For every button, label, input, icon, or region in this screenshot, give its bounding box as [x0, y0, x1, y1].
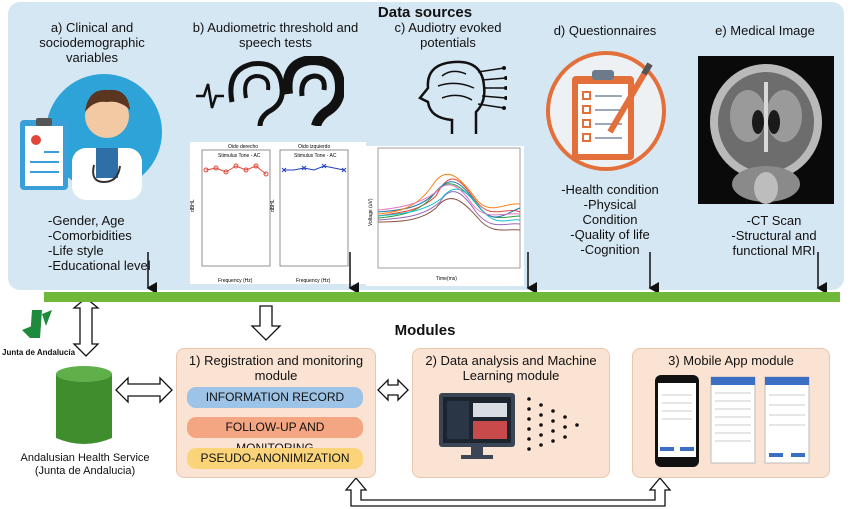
audiogram-right-ylabel: dBHL: [270, 199, 276, 212]
pill-pseudo-anonimization: PSEUDO-ANONIMIZATION: [187, 448, 363, 469]
module-mobile-app: 3) Mobile App module: [632, 348, 830, 478]
module1-label: 1) Registration and monitoring module: [188, 353, 364, 383]
source-a-label: a) Clinical and sociodemographic variabl…: [39, 20, 145, 65]
bullet-item: -Cognition: [580, 242, 640, 257]
mri-scan-image: [698, 56, 834, 204]
hollow-arrow-bus-to-module1: [250, 305, 282, 341]
source-d-bullets: -Health condition -Physical Condition -Q…: [550, 182, 670, 257]
evoked-ylabel: Voltage (uV): [368, 198, 374, 226]
module-data-analysis-ml: 2) Data analysis and Machine Learning mo…: [412, 348, 610, 478]
data-sources-title: Data sources: [377, 4, 473, 21]
module3-label: 3) Mobile App module: [668, 353, 794, 368]
audiogram-left-ylabel: dBHL: [190, 199, 196, 212]
bullet-item: -CT Scan: [746, 213, 802, 228]
doctor-illustration-icon: [20, 74, 162, 200]
hollow-arrow-module1-module3: [344, 476, 672, 507]
modules-title: Modules: [394, 322, 456, 339]
evoked-xlabel: Time(ms): [436, 276, 457, 282]
mobile-app-screens-icon: [655, 375, 810, 467]
module2-label: 2) Data analysis and Machine Learning mo…: [425, 353, 597, 383]
hollow-arrow-module1-module2: [377, 378, 409, 402]
hollow-arrow-db-module1: [115, 376, 173, 404]
brain-head-icon: [418, 60, 507, 134]
source-c-label: c) Audiotry evoked potentials: [394, 20, 502, 50]
source-d-label: d) Questionnaires: [553, 23, 657, 38]
database-caption: Andalusian Health Service (Junta de Anda…: [10, 452, 160, 478]
database-caption-line1: Andalusian Health Service: [20, 452, 150, 464]
bullet-item: -Structural and: [731, 228, 817, 243]
source-b-label: b) Audiometric threshold and speech test…: [192, 20, 359, 50]
database-icon: [56, 366, 112, 444]
audiogram-right-legend: Stimulus Tone - AC: [294, 153, 337, 159]
junta-andalucia-logo-icon: [22, 310, 52, 338]
source-e-label: e) Medical Image: [715, 23, 815, 38]
pill-follow-up-monitoring: FOLLOW-UP AND MONITORING: [187, 417, 363, 455]
bullet-item: -Gender, Age: [48, 213, 125, 228]
audiogram-left-legend: Stimulus Tone - AC: [218, 153, 261, 159]
source-e-bullets: -CT Scan -Structural and functional MRI: [714, 213, 834, 258]
pill-information-record: INFORMATION RECORD: [187, 387, 363, 408]
bullet-item: -Health condition: [561, 182, 659, 197]
audiogram-left-frame: [201, 149, 271, 267]
bullet-item: -Physical: [583, 197, 637, 212]
bullet-item: -Educational level: [48, 258, 151, 273]
bullet-item: -Life style: [48, 243, 104, 258]
bullet-item: -Comorbidities: [48, 228, 132, 243]
audiogram-left-title: Oido derecho: [228, 144, 258, 150]
audiogram-right-frame: [279, 149, 349, 267]
audiogram-charts: Oido derecho Oido izquierdo Stimulus Ton…: [190, 142, 366, 284]
data-bus-bar: [44, 292, 840, 302]
audiogram-right-title: Oido izquierdo: [298, 144, 330, 150]
bullet-item: Condition: [582, 212, 638, 227]
module-registration-monitoring: 1) Registration and monitoring module IN…: [176, 348, 376, 478]
evoked-potentials-chart: Time(ms) Voltage (uV): [366, 146, 524, 286]
audiogram-right-xlabel: Frequency (Hz): [296, 278, 331, 284]
audiogram-left-xlabel: Frequency (Hz): [218, 278, 253, 284]
junta-andalucia-logo-text: Junta de Andalucía: [2, 348, 76, 357]
bullet-item: -Quality of life: [570, 227, 650, 242]
bullet-item: functional MRI: [732, 243, 816, 258]
ear-icon: [196, 56, 344, 126]
source-a-bullets: -Gender, Age -Comorbidities -Life style …: [48, 213, 168, 273]
questionnaire-clipboard-icon: [546, 51, 666, 171]
computer-neural-network-icon: [439, 393, 579, 459]
database-caption-line2: (Junta de Andalucia): [34, 465, 136, 477]
